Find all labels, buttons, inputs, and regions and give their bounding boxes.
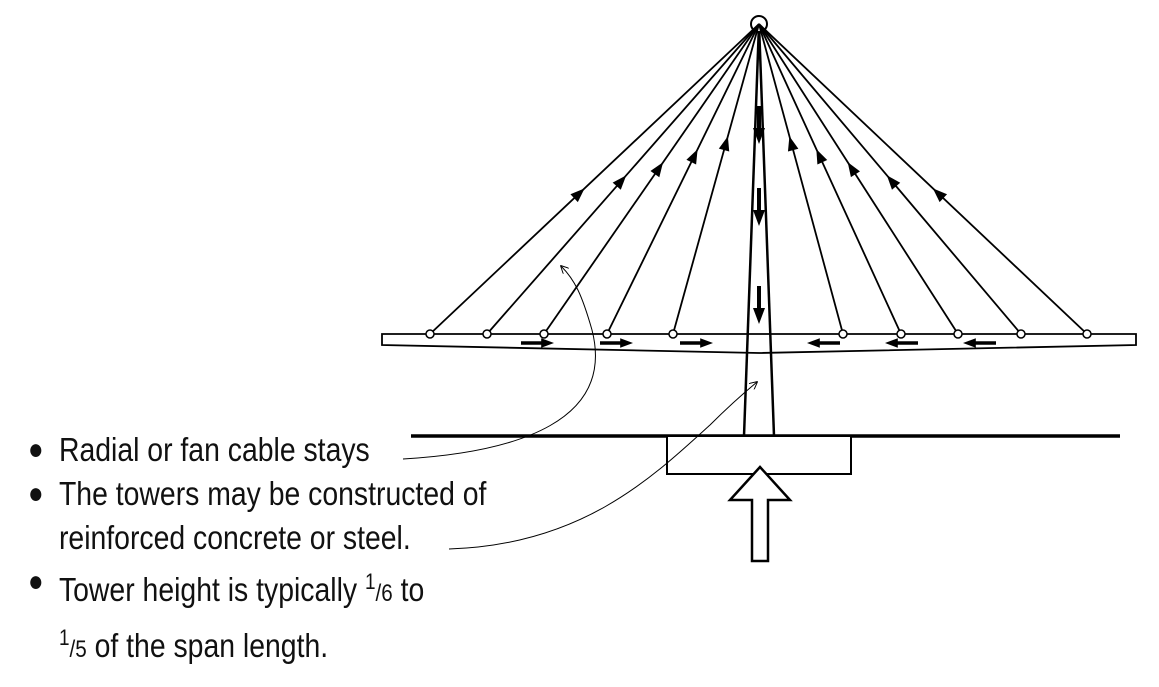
cable-stay <box>543 23 760 335</box>
bullet-cable-stays: ● Radial or fan cable stays <box>28 428 486 472</box>
deck-compression-arrowhead <box>807 338 820 348</box>
cable-tension-arrow <box>847 162 860 178</box>
cable-anchor <box>668 329 678 339</box>
cable-tension-arrow <box>718 136 730 152</box>
cable-stay <box>758 23 902 335</box>
cable-stay <box>758 23 959 335</box>
deck-compression-arrowhead <box>541 338 554 348</box>
cable-anchor <box>953 329 963 339</box>
cable-stay <box>672 23 760 335</box>
cable-anchor <box>1082 329 1092 339</box>
deck-compression-arrowhead <box>885 338 898 348</box>
cable-tension-arrow <box>886 175 901 190</box>
cable-tension-arrow <box>570 188 585 203</box>
bullet-dot: ● <box>28 477 44 510</box>
cable-stay <box>606 23 760 335</box>
leader-line-cables <box>402 266 596 460</box>
cable-tension-arrow <box>787 136 799 152</box>
cable-tension-arrow <box>650 162 664 178</box>
force-arrows <box>521 106 996 348</box>
deck-compression-arrowhead <box>620 338 633 348</box>
bullet-dot: ● <box>28 565 44 598</box>
cable-anchor <box>482 329 492 339</box>
cable-anchor <box>539 329 549 339</box>
bridge-deck <box>381 333 1137 354</box>
bullet-dot: ● <box>28 433 44 466</box>
tower-compression-arrowhead <box>753 210 765 226</box>
cable-stay <box>758 23 1088 335</box>
cable-anchor <box>425 329 435 339</box>
cable-anchor <box>1016 329 1026 339</box>
cable-tension-arrow <box>612 175 627 190</box>
cable-stays <box>425 23 1092 339</box>
bullet-tower-height: ● Tower height is typically 1/6 to 1/5 o… <box>28 560 486 672</box>
bullet-tower-material: ● The towers may be constructed of reinf… <box>28 472 486 560</box>
cable-stay <box>429 23 760 335</box>
reaction-arrow <box>727 465 793 563</box>
deck-compression-arrowhead <box>700 338 713 348</box>
bullet-list: ● Radial or fan cable stays ● The towers… <box>28 428 486 672</box>
deck-compression-arrowhead <box>963 338 976 348</box>
cable-tension-arrow <box>816 149 828 165</box>
cable-anchor <box>896 329 906 339</box>
tower-compression-arrowhead <box>753 128 765 144</box>
tower-compression-arrowhead <box>753 308 765 324</box>
cable-tension-arrow <box>932 188 948 203</box>
cable-anchor <box>602 329 612 339</box>
cable-tension-arrow <box>686 149 698 165</box>
leader-line-tower <box>448 382 757 550</box>
cable-stay <box>758 23 844 335</box>
cable-anchor <box>838 329 848 339</box>
